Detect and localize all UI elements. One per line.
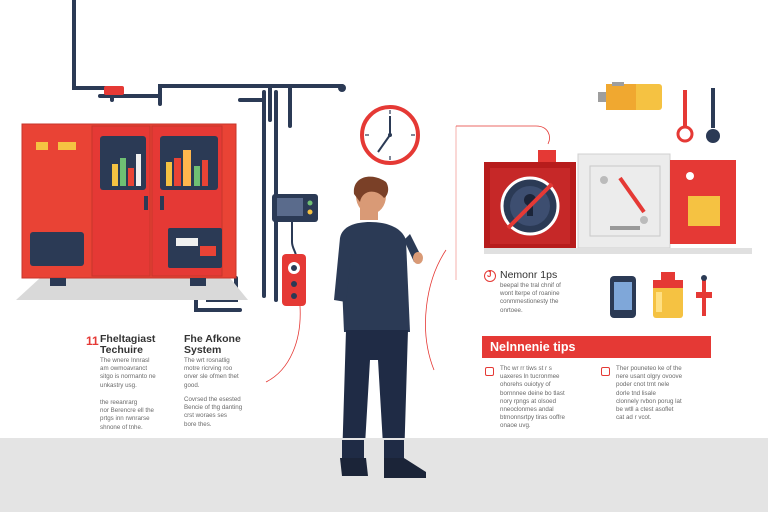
section-left-paragraph-2: the reeanrarg nor Berencre ell the prtgs… [100, 399, 154, 431]
section-middle-paragraph-1: The wrt rosnatlig motre ricrving roo orv… [184, 357, 239, 389]
section-right-paragraph: beepal the tral chnif of wont lterpe of … [500, 282, 561, 314]
maintenance-cabinet [484, 150, 752, 254]
section-right-heading: Nemonr 1ps [500, 269, 558, 281]
maintenance-tips-banner: Nelnnenie tips [482, 336, 711, 358]
red-machine [21, 123, 237, 286]
tip-text-1: Thc wr rr tiws st r s uaxeres ln tucronm… [500, 365, 565, 430]
pipe-valve [104, 86, 124, 95]
phone-icon [610, 276, 636, 318]
pipe-end-knob [338, 84, 346, 92]
section-right-marker-letter: J [487, 270, 492, 279]
oil-can-icon [653, 272, 683, 318]
clock-icon [360, 105, 420, 165]
valve-icon [696, 275, 712, 316]
section-middle-heading: Fhe Afkone System [184, 333, 241, 356]
switch-box-icon [282, 254, 306, 306]
section-left-paragraph-1: The wnere Innrasl am owmoavranct sitgo i… [100, 357, 156, 389]
control-panel-icon [272, 194, 318, 257]
gear-icon [601, 367, 610, 376]
banner-label: Nelnnenie tips [490, 340, 576, 354]
shield-icon [485, 367, 494, 376]
tip-text-2: Ther pouneteo ke of the nere usant olgry… [616, 365, 683, 422]
wrench-icon [676, 88, 720, 143]
section-middle-paragraph-2: Covrsed the esested Bencie of thg dantin… [184, 396, 243, 428]
section-left-marker: 11 [86, 334, 99, 348]
battery-icon [598, 82, 662, 110]
section-right-marker [484, 270, 496, 282]
section-left-heading: Fheltagiast Techuire [100, 333, 156, 356]
